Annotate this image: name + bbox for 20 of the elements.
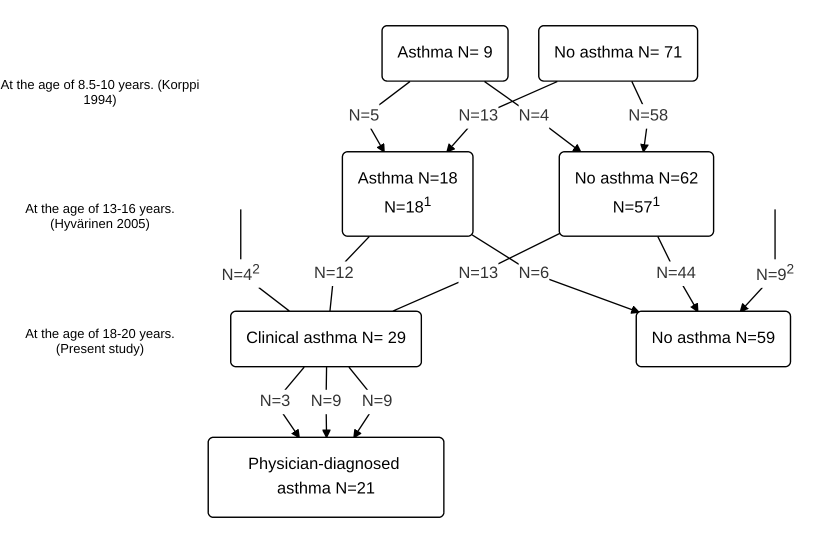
stage-label: At the age of 18-20 years. (Present study)	[24, 326, 176, 356]
edge-label: N=9	[310, 392, 342, 410]
edge-label: N=58	[628, 107, 668, 125]
edge-label: N=3	[260, 392, 290, 410]
arrow	[472, 234, 640, 314]
arrow	[484, 81, 582, 153]
stage-label: At the age of 13-16 years. (Hyvärinen 2005)	[24, 201, 176, 232]
edge-label: N=12	[314, 264, 354, 282]
edge-label: N=13	[458, 264, 498, 282]
edge-label: N=4	[518, 107, 550, 125]
edge-label: N=44	[656, 264, 696, 282]
edge-label: N=9$^{2}$	[756, 261, 794, 284]
edge-label: N=6	[518, 264, 550, 282]
connector	[390, 232, 560, 312]
edge-label: N=9	[362, 392, 392, 410]
edge-label: N=4$^{2}$	[222, 261, 260, 284]
edge-label: N=5	[348, 107, 380, 125]
arrow	[446, 80, 558, 153]
edge-label: N=13	[458, 107, 498, 125]
stage-label: At the age of 8.5-10 years. (Korppi 1994)	[0, 77, 200, 108]
